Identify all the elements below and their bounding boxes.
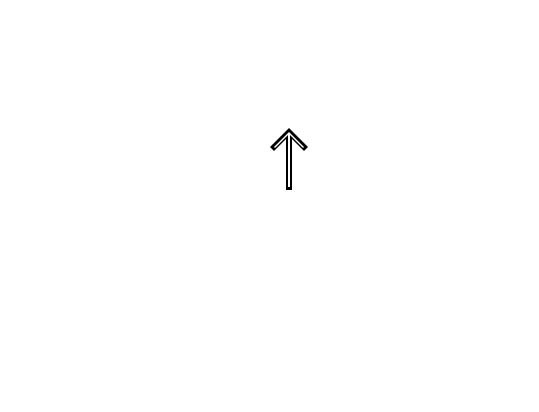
up-arrow-cursor-icon — [269, 127, 309, 191]
cursor-fill — [274, 132, 304, 187]
